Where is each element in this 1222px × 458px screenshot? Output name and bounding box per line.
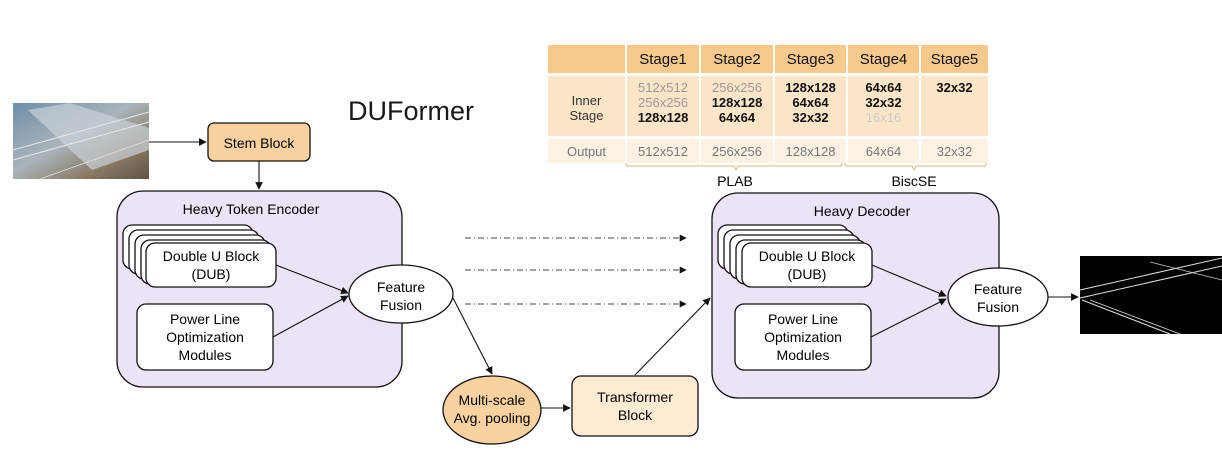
skip-connections bbox=[465, 234, 687, 308]
decoder-dub-label-1: Double U Block bbox=[759, 248, 856, 264]
pooling-label-2: Avg. pooling bbox=[454, 410, 531, 426]
inner-stage-size: 32x32 bbox=[865, 95, 902, 110]
header-cell: Stage5 bbox=[920, 45, 990, 73]
header-cell bbox=[548, 45, 627, 73]
header-cell: Stage2 bbox=[700, 45, 775, 73]
output-cell: 32x32 bbox=[920, 139, 990, 163]
pooling-label-1: Multi-scale bbox=[459, 392, 526, 408]
inner-stage-size: 256x256 bbox=[638, 95, 688, 110]
inner-stage-size: 64x64 bbox=[718, 110, 756, 125]
output-cell: 128x128 bbox=[774, 139, 848, 163]
stage-table: Stage1 Stage2 Stage3 Stage4 Stage5 Inner… bbox=[548, 45, 990, 163]
encoder-fusion-label-2: Fusion bbox=[380, 297, 422, 313]
inner-stage-size: 256x256 bbox=[712, 80, 762, 95]
multiscale-pooling bbox=[442, 375, 542, 445]
stem-block-label: Stem Block bbox=[224, 135, 296, 151]
decoder-plom-label-3: Modules bbox=[777, 347, 830, 363]
decoder-fusion-label-2: Fusion bbox=[977, 299, 1019, 315]
plab-label: PLAB bbox=[717, 173, 753, 189]
inner-stage-size: 128x128 bbox=[785, 80, 836, 95]
table-brackets bbox=[625, 160, 987, 172]
decoder-dub-stack bbox=[717, 224, 873, 288]
inner-stage-size: 512x512 bbox=[638, 80, 688, 95]
inner-label-line: Stage bbox=[569, 108, 604, 123]
encoder-plom-label-1: Power Line bbox=[170, 311, 240, 327]
encoder-fusion-label-1: Feature bbox=[377, 279, 425, 295]
encoder-feature-fusion bbox=[348, 264, 454, 324]
output-label: Output bbox=[548, 139, 627, 163]
encoder-title: Heavy Token Encoder bbox=[183, 201, 320, 217]
diagram-title: DUFormer bbox=[348, 96, 474, 126]
header-cell: Stage3 bbox=[774, 45, 848, 73]
output-mask bbox=[1079, 256, 1222, 335]
inner-stage-size: 128x128 bbox=[637, 110, 689, 125]
output-cell: 512x512 bbox=[626, 139, 701, 163]
inner-stage-size: 32x32 bbox=[792, 110, 829, 125]
flow-arrows bbox=[149, 138, 1079, 412]
inner-stage-size: 16x16 bbox=[865, 110, 902, 125]
decoder-plom-label-2: Optimization bbox=[764, 329, 842, 345]
transformer-label-2: Block bbox=[618, 407, 653, 423]
transformer-label-1: Transformer bbox=[597, 389, 673, 405]
encoder-dub-label-1: Double U Block bbox=[163, 248, 260, 264]
inner-stage-size: 128x128 bbox=[711, 95, 763, 110]
decoder-plom-label-1: Power Line bbox=[768, 311, 838, 327]
inner-label-line: Inner bbox=[571, 93, 602, 108]
decoder-title: Heavy Decoder bbox=[814, 203, 911, 219]
stage-table-header: Stage1 Stage2 Stage3 Stage4 Stage5 bbox=[548, 45, 990, 73]
decoder-fusion-label-1: Feature bbox=[974, 281, 1022, 297]
input-image bbox=[12, 103, 150, 180]
inner-stage-size: 64x64 bbox=[792, 95, 829, 110]
decoder-dub-label-2: (DUB) bbox=[788, 266, 827, 282]
header-cell: Stage1 bbox=[626, 45, 701, 73]
inner-stage-label: Inner Stage bbox=[548, 76, 627, 136]
encoder-plom-label-2: Optimization bbox=[166, 329, 244, 345]
encoder-plom-label-3: Modules bbox=[179, 347, 232, 363]
header-cell: Stage4 bbox=[847, 45, 921, 73]
biscse-label: BiscSE bbox=[891, 173, 936, 189]
inner-stage-size: 64x64 bbox=[865, 80, 902, 95]
encoder-dub-label-2: (DUB) bbox=[192, 266, 231, 282]
transformer-block bbox=[571, 375, 699, 437]
output-cell: 64x64 bbox=[847, 139, 921, 163]
inner-stage-size: 32x32 bbox=[936, 80, 973, 95]
inner-stage-cell: 32x32 bbox=[920, 76, 990, 136]
output-row: Output 512x512 256x256 128x128 64x64 32x… bbox=[548, 139, 990, 163]
decoder-feature-fusion bbox=[947, 267, 1049, 327]
output-cell: 256x256 bbox=[700, 139, 775, 163]
